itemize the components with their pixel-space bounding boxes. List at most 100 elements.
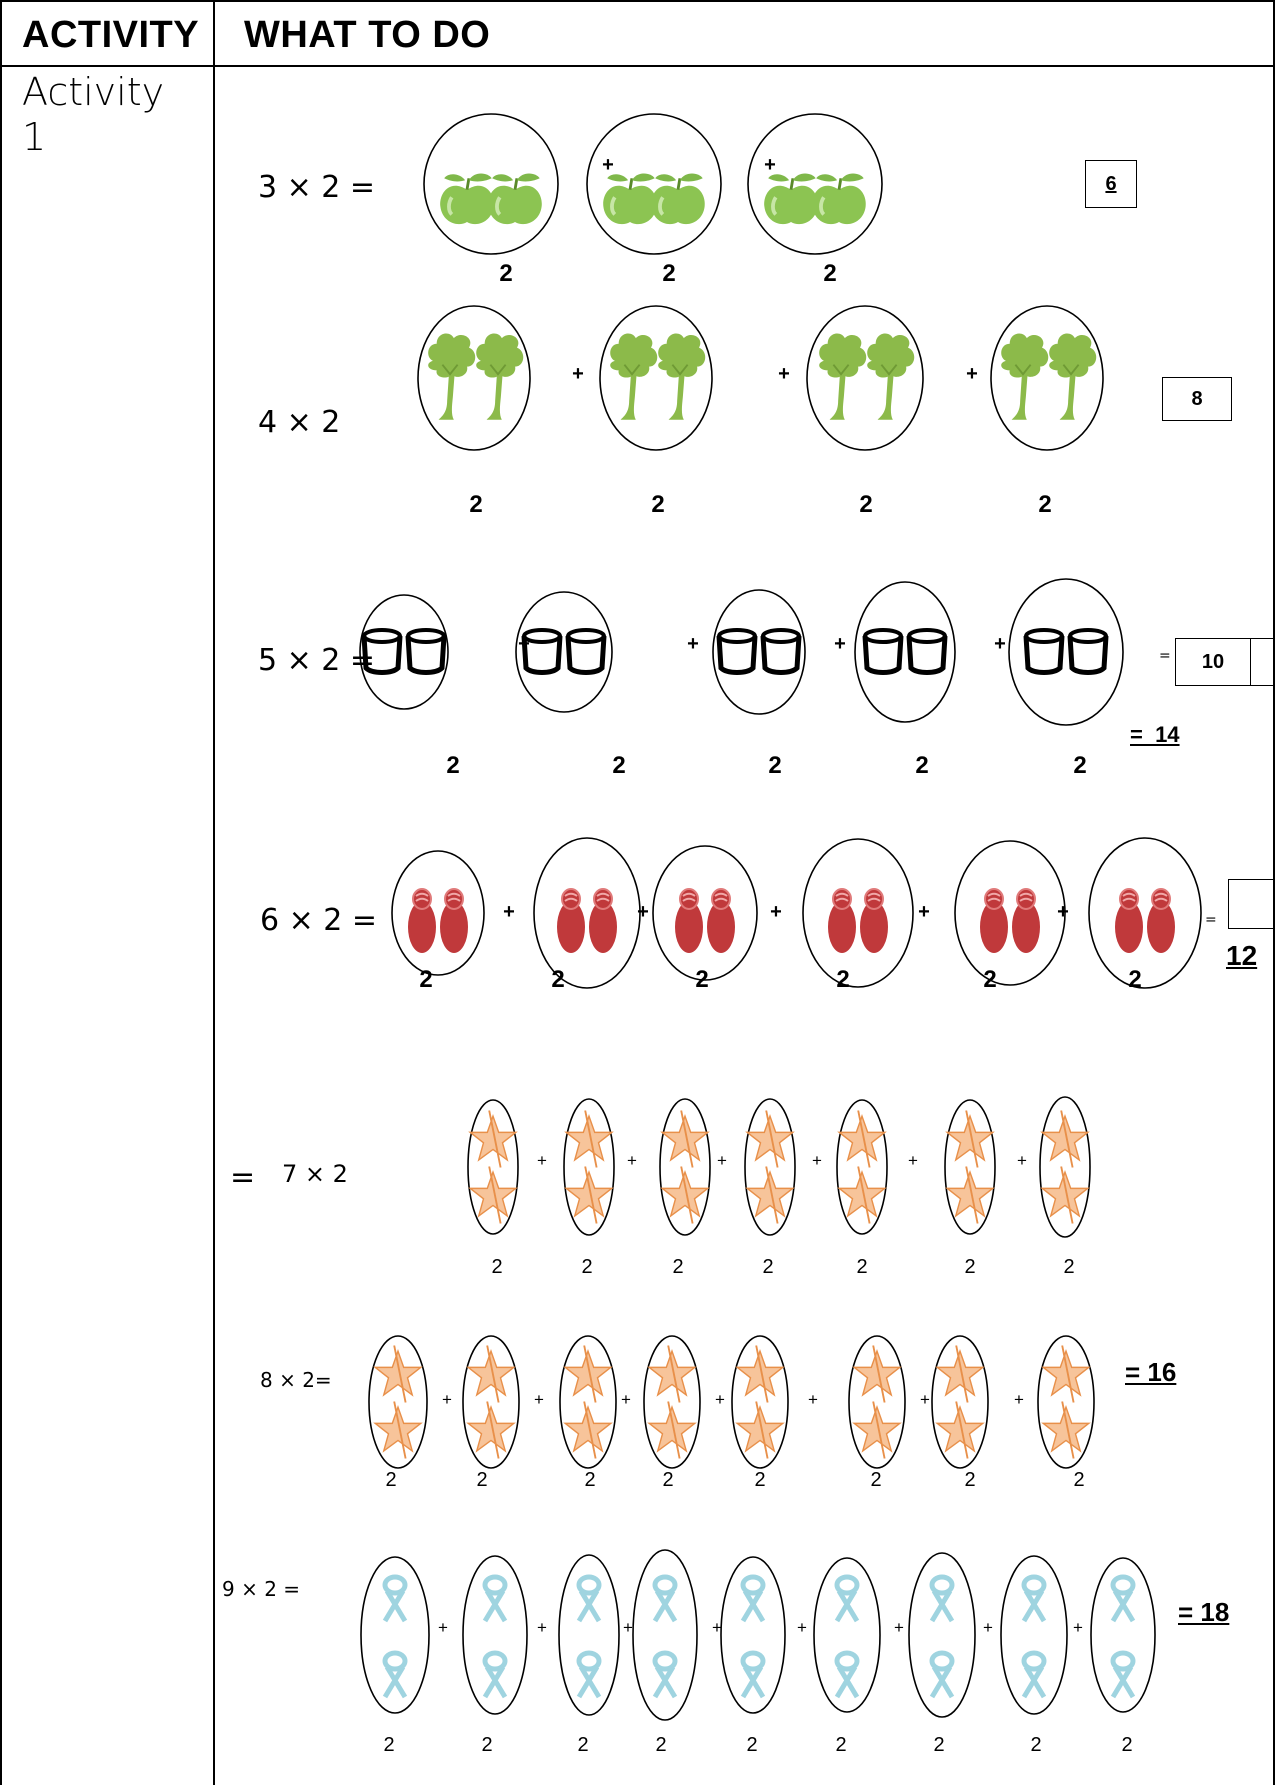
ribbon-icon [743,1653,763,1697]
group-circle [1040,1097,1090,1237]
group-oval [713,590,805,714]
group-circle [909,1553,975,1717]
count-label: 2 [823,966,863,994]
count-label: 2 [1016,1734,1056,1757]
group-oval [814,1558,880,1712]
group-circle [732,1336,788,1468]
cylinder-icon [408,630,444,673]
star-icon [468,1346,514,1403]
group-circle [653,846,757,980]
star-icon [662,1167,708,1224]
count-label: 2 [970,966,1010,994]
star-icon [1043,1402,1089,1459]
plus-sign: + [776,363,792,386]
group-oval [748,114,882,254]
ribbon-icon [743,1577,763,1621]
tree-icon [610,334,657,420]
star-icon [1042,1111,1088,1168]
plus-sign: + [992,633,1008,656]
group-circle [837,1100,887,1234]
tree-icon [867,334,914,420]
plus-sign: + [534,1618,550,1638]
group-oval [418,306,530,450]
ribbon-icon [385,1653,405,1697]
ribbon-icon [837,1653,857,1697]
cylinder-icon [763,630,799,673]
star-icon [1042,1167,1088,1224]
plus-sign: + [980,1618,996,1638]
cylinder-icon [568,630,604,673]
cylinder-icon [865,630,901,673]
count-label: 2 [433,752,473,780]
count-label: 2 [682,966,722,994]
tree-icon [428,334,475,420]
group-circle [587,114,721,254]
bottle-icon [828,889,856,953]
group-circle [1091,1558,1155,1712]
group-circle [418,306,530,450]
count-label: 2 [467,1734,507,1757]
ribbon-icon [579,1577,599,1621]
count-label: 2 [1025,491,1065,519]
group-oval [721,1557,785,1713]
star-icon [747,1167,793,1224]
bottle-icon [440,889,468,953]
count-label: 2 [563,1734,603,1757]
count-label: 2 [919,1734,959,1757]
count-label: 2 [755,752,795,780]
group-circle [721,1557,785,1713]
star-icon [566,1167,612,1224]
plus-sign: + [635,901,651,924]
plus-sign: + [516,633,532,656]
plus-sign: + [570,363,586,386]
group-circle [392,851,484,975]
count-label: 2 [902,752,942,780]
group-circle [564,1099,614,1235]
count-label: 2 [842,1256,882,1279]
star-icon [1043,1346,1089,1403]
star-icon [937,1402,983,1459]
star-icon [662,1111,708,1168]
count-label: 2 [856,1469,896,1492]
star-icon [375,1402,421,1459]
star-icon [649,1402,695,1459]
star-icon [854,1346,900,1403]
count-label: 2 [641,1734,681,1757]
bottle-icon [1115,889,1143,953]
bottle-icon [1012,889,1040,953]
star-icon [839,1111,885,1168]
plus-sign: + [600,154,616,177]
star-icon [747,1111,793,1168]
group-oval [1091,1558,1155,1712]
group-oval [1001,1556,1067,1714]
group-circle [360,595,448,709]
plus-sign: + [1070,1618,1086,1638]
star-icon [649,1346,695,1403]
count-label: 2 [740,1469,780,1492]
count-label: 2 [567,1256,607,1279]
star-icon [839,1167,885,1224]
plus-sign: + [964,363,980,386]
group-oval [955,841,1065,985]
group-circle [559,1555,619,1715]
bottle-icon [1147,889,1175,953]
count-label: 2 [1115,966,1155,994]
tree-icon [819,334,866,420]
group-circle [560,1336,616,1468]
plus-sign: + [809,1151,825,1171]
cylinder-icon [1070,630,1106,673]
ribbon-icon [932,1577,952,1621]
plus-sign: + [620,1618,636,1638]
group-circle [932,1336,988,1468]
star-icon [947,1167,993,1224]
plus-sign: + [712,1390,728,1410]
tree-icon [1049,334,1096,420]
plus-sign: + [714,1151,730,1171]
group-oval [587,114,721,254]
group-circle [1009,579,1123,725]
bottle-icon [707,889,735,953]
star-icon [947,1111,993,1168]
plus-sign: + [832,633,848,656]
plus-sign: + [916,901,932,924]
